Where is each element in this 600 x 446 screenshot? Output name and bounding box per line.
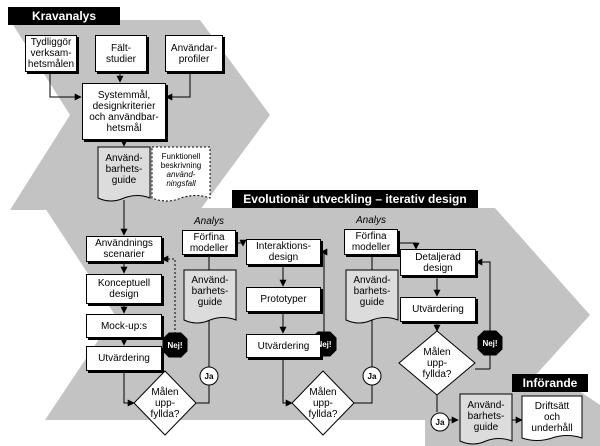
nej-octagon-3 bbox=[477, 330, 503, 356]
doc-anvandbarhetsguide-evo-2: Använd-barhets-guide bbox=[353, 275, 391, 308]
node-utvardering-2: Utvärdering bbox=[246, 334, 321, 358]
ja-badge-2: Ja bbox=[367, 371, 377, 381]
label-analys-1: Analys bbox=[193, 215, 224, 227]
ja-badge-3: Ja bbox=[435, 417, 445, 427]
doc-shape-evo-guide-2 bbox=[345, 269, 399, 324]
node-mockups: Mock-up:s bbox=[86, 314, 162, 338]
doc-anvandbarhetsguide-inforande: Använd-barhets-guide bbox=[467, 400, 505, 433]
node-faltstudier: Fält-studier bbox=[95, 35, 147, 72]
doc-anvandbarhetsguide-evo-1: Använd-barhets-guide bbox=[191, 275, 229, 308]
node-prototyper: Prototyper bbox=[246, 287, 321, 312]
ja-circle-3 bbox=[430, 412, 450, 432]
ja-circle-2 bbox=[362, 366, 382, 386]
doc-shape-funktionell bbox=[151, 146, 211, 202]
node-utvardering-1: Utvärdering bbox=[86, 346, 162, 371]
diamond-shape-3 bbox=[398, 330, 476, 396]
nej-octagon-1 bbox=[162, 332, 188, 358]
diamond-shape-1 bbox=[133, 370, 197, 436]
doc-shape-evo-guide-1 bbox=[183, 269, 237, 324]
node-anvandarprofiler: Användar-profiler bbox=[165, 35, 223, 72]
header-evolutionar: Evolutionär utveckling – iterativ design bbox=[232, 190, 478, 208]
node-interaktionsdesign: Interaktions-design bbox=[246, 239, 321, 265]
ja-badge-1: Ja bbox=[204, 371, 214, 381]
nej-badge-3: Nej! bbox=[482, 338, 498, 348]
label-analys-2: Analys bbox=[355, 214, 386, 226]
ja-circle-1 bbox=[199, 366, 219, 386]
doc-shape-driftsatt bbox=[521, 395, 583, 441]
doc-anvandbarhetsguide-krav: Använd-barhets-guide bbox=[105, 153, 143, 186]
nej-badge-2: Nej! bbox=[316, 339, 332, 349]
diamond-shape-2 bbox=[291, 370, 355, 436]
header-inforande: Införande bbox=[512, 374, 588, 392]
header-kravanalys: Kravanalys bbox=[8, 7, 120, 25]
doc-shape-inf-guide bbox=[459, 393, 513, 445]
doc-shape-krav-guide bbox=[97, 146, 151, 202]
node-utvardering-3: Utvärdering bbox=[400, 297, 476, 322]
nej-badge-1: Nej! bbox=[167, 340, 183, 350]
